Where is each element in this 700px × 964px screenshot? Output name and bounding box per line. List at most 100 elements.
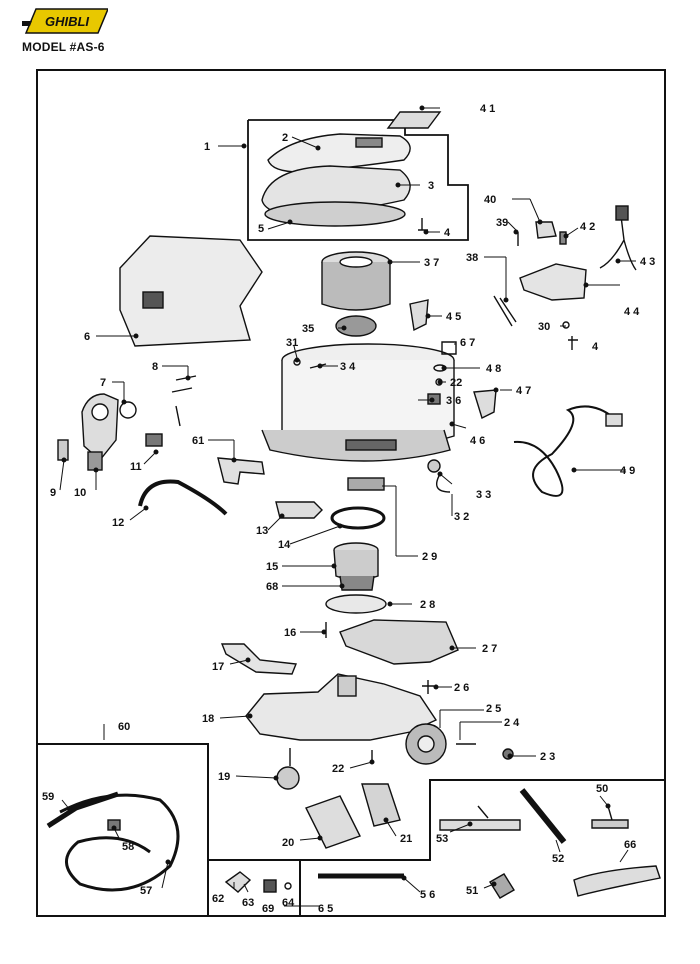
callout-38: 38 bbox=[466, 252, 478, 264]
callout-29: 2 9 bbox=[422, 551, 437, 563]
callout-58: 58 bbox=[122, 841, 134, 853]
callout-21: 21 bbox=[400, 833, 412, 845]
float-cage-drawing bbox=[473, 389, 497, 419]
accessory-box bbox=[208, 779, 665, 861]
diagram-frame bbox=[36, 69, 666, 917]
knob-drawing bbox=[427, 459, 441, 473]
callout-24: 2 4 bbox=[504, 717, 520, 729]
fixing-screw-drawing bbox=[422, 680, 434, 694]
bumper-strip-drawing bbox=[138, 479, 228, 516]
bag-holder-drawing bbox=[171, 375, 197, 427]
callout-27: 2 7 bbox=[482, 643, 497, 655]
callout-56: 5 6 bbox=[420, 889, 435, 901]
wiring-connector-drawing bbox=[615, 205, 629, 221]
lid-base-drawing bbox=[264, 201, 406, 227]
callout-65: 6 5 bbox=[318, 903, 333, 915]
cable-clamp-drawing bbox=[493, 295, 517, 327]
callout-9: 9 bbox=[50, 487, 56, 499]
model-number: MODEL #AS-6 bbox=[22, 40, 105, 54]
callout-16: 16 bbox=[284, 627, 296, 639]
hose-handle-drawing bbox=[46, 791, 119, 829]
retaining-clip-drawing bbox=[436, 473, 451, 493]
exhaust-filter-drawing bbox=[220, 643, 297, 675]
inlet-flap-drawing bbox=[57, 439, 69, 461]
callout-34: 3 4 bbox=[340, 361, 356, 373]
cartridge-filter-drawing bbox=[321, 262, 391, 311]
callout-26: 2 6 bbox=[454, 682, 469, 694]
wide-floor-tool-drawing bbox=[573, 865, 661, 897]
callout-6: 6 bbox=[84, 331, 90, 343]
callout-22-upper: 22 bbox=[450, 377, 462, 389]
callout-39: 39 bbox=[496, 217, 508, 229]
callout-68: 68 bbox=[266, 581, 278, 593]
callout-31: 31 bbox=[286, 337, 298, 349]
wheel-hub-drawing bbox=[417, 735, 435, 753]
bracket-drawing bbox=[441, 341, 457, 355]
screw-drawing bbox=[418, 218, 428, 231]
callout-2: 2 bbox=[282, 132, 288, 144]
power-plug-drawing bbox=[605, 413, 623, 427]
callout-12: 12 bbox=[112, 517, 124, 529]
callout-5: 5 bbox=[258, 223, 264, 235]
callout-51: 51 bbox=[466, 885, 478, 897]
callout-18: 18 bbox=[202, 713, 214, 725]
callout-49: 4 9 bbox=[620, 465, 635, 477]
switch-housing-drawing bbox=[519, 263, 587, 301]
filter-strip-drawing bbox=[347, 477, 385, 491]
callout-4: 4 bbox=[444, 227, 451, 239]
motor-seal-drawing bbox=[325, 594, 387, 614]
inlet-cover-drawing bbox=[87, 451, 103, 471]
base-drawing bbox=[245, 673, 438, 741]
nut-drawing bbox=[562, 321, 570, 329]
grille-filter-drawing bbox=[305, 795, 361, 849]
callout-67: 6 7 bbox=[460, 337, 475, 349]
callout-20: 20 bbox=[282, 837, 294, 849]
callout-36: 3 6 bbox=[446, 395, 461, 407]
callout-30: 30 bbox=[538, 321, 550, 333]
leader-lines bbox=[59, 105, 636, 907]
motor-drawing bbox=[333, 549, 379, 581]
screw-drawing-b bbox=[568, 336, 578, 350]
paper-bag-drawing bbox=[119, 235, 263, 347]
crevice-tool-drawing bbox=[519, 788, 567, 844]
callout-57: 57 bbox=[140, 885, 152, 897]
accessory-clip-drawing bbox=[224, 871, 252, 893]
callout-40: 40 bbox=[484, 194, 496, 206]
base-foam-drawing bbox=[339, 619, 459, 665]
callout-50: 50 bbox=[596, 783, 608, 795]
callout-28: 2 8 bbox=[420, 599, 435, 611]
callout-22-lower: 22 bbox=[332, 763, 344, 775]
callout-17: 17 bbox=[212, 661, 224, 673]
small-nut-drawing bbox=[284, 882, 292, 890]
flap-holder-drawing bbox=[217, 457, 265, 485]
brand-name: GHIBLI bbox=[45, 14, 89, 29]
base-pillar-drawing bbox=[337, 675, 357, 697]
upholstery-tool-drawing bbox=[591, 805, 629, 829]
callout-44: 4 4 bbox=[624, 306, 640, 318]
callout-41: 4 1 bbox=[480, 103, 495, 115]
callout-64: 64 bbox=[282, 897, 295, 909]
inlet-port-drawing bbox=[91, 403, 109, 421]
callout-63: 63 bbox=[242, 897, 254, 909]
ring-clip-drawing bbox=[119, 401, 137, 419]
bag-collar-drawing bbox=[142, 291, 164, 309]
callout-60: 60 bbox=[118, 721, 130, 733]
callout-3: 3 bbox=[428, 180, 434, 192]
float-drawing bbox=[409, 299, 429, 332]
callout-53: 53 bbox=[436, 833, 448, 845]
power-cord-drawing bbox=[513, 405, 615, 497]
callout-33: 3 3 bbox=[476, 489, 491, 501]
hose-box bbox=[37, 743, 209, 916]
callout-37: 3 7 bbox=[424, 257, 439, 269]
callout-59: 59 bbox=[42, 791, 54, 803]
foam-disc-drawing bbox=[335, 315, 377, 337]
motor-foam-drawing bbox=[275, 501, 323, 519]
callout-43: 4 3 bbox=[640, 256, 655, 268]
dusting-brush-drawing bbox=[489, 873, 515, 899]
inlet-housing-drawing bbox=[81, 393, 119, 462]
wiring-harness-drawing bbox=[599, 207, 637, 271]
motor-gasket-drawing bbox=[330, 506, 386, 530]
callout-23: 2 3 bbox=[540, 751, 555, 763]
lever-drawing bbox=[535, 221, 557, 239]
